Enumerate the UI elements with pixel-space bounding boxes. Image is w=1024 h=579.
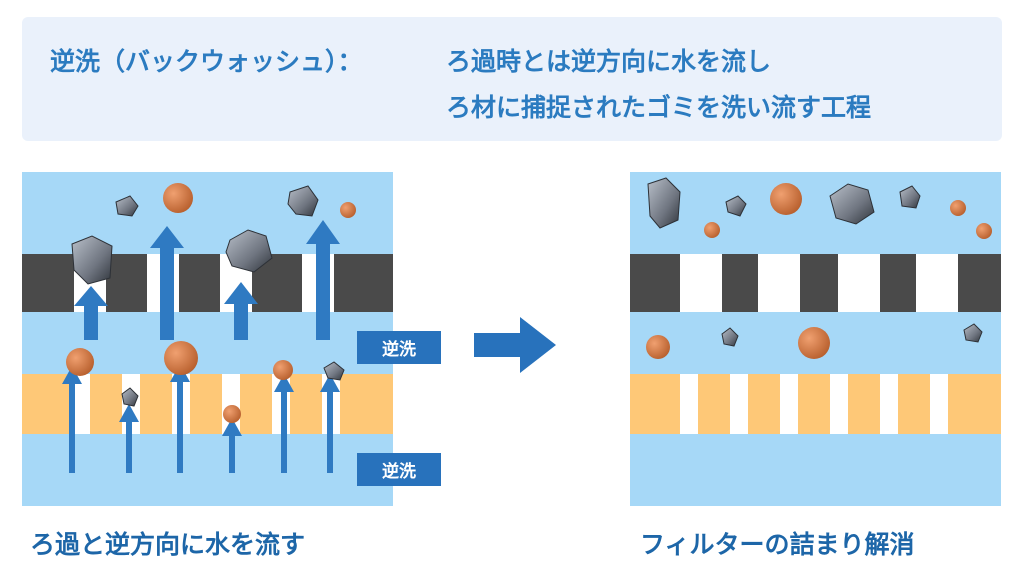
backwash-panel [22, 172, 393, 506]
particles [646, 183, 992, 359]
particle-dot [646, 335, 670, 359]
backwash-tag-upper: 逆洗 [357, 331, 441, 364]
particle-dot [163, 183, 193, 213]
rock-icon [963, 323, 983, 343]
rock-icon [71, 235, 113, 285]
rock-icon [829, 183, 875, 225]
header-box [22, 17, 1002, 141]
cleared-filter-diagram [630, 172, 1001, 506]
up-arrow-icon [320, 374, 340, 473]
rock-icon [899, 185, 921, 209]
rock-icon [721, 327, 739, 347]
particle-dot [798, 327, 830, 359]
debris-rocks [647, 177, 983, 347]
backwash-flow-arrows [62, 220, 340, 473]
rock-icon [725, 195, 747, 217]
rock-icon [225, 229, 273, 273]
particle-dot [164, 341, 198, 375]
right-caption: フィルターの詰まり解消 [640, 530, 915, 559]
particle-dot [704, 222, 720, 238]
rock-icon [323, 361, 345, 381]
particle-dot [273, 360, 293, 380]
right-arrow-icon [474, 317, 556, 373]
particle-dot [950, 200, 966, 216]
up-arrow-icon [306, 220, 340, 340]
backwash-diagram [22, 172, 393, 506]
rock-icon [121, 387, 139, 407]
rock-icon [115, 195, 139, 217]
backwash-tag-lower: 逆洗 [357, 453, 441, 486]
dark-filter-layer [630, 254, 1001, 312]
rock-icon [647, 177, 681, 229]
up-arrow-icon [119, 404, 139, 473]
particle-dot [976, 223, 992, 239]
up-arrow-icon [222, 418, 242, 473]
water-area [22, 172, 393, 506]
rock-icon [287, 185, 319, 217]
up-arrow-icon [150, 226, 184, 340]
cleared-filter-panel [630, 172, 1001, 506]
particle-dot [66, 348, 94, 376]
particle-dot [223, 405, 241, 423]
sand-filter-layer [630, 374, 1001, 434]
header-line-1: ろ過時とは逆方向に水を流し [446, 47, 772, 76]
up-arrow-icon [274, 374, 294, 473]
up-arrow-icon [74, 286, 108, 340]
up-arrow-icon [224, 282, 258, 340]
debris-rocks [71, 185, 345, 407]
left-caption: ろ過と逆方向に水を流す [30, 530, 306, 559]
header-line-2: ろ材に捕捉されたゴミを洗い流す工程 [446, 93, 872, 122]
particle-dot [340, 202, 356, 218]
particles [66, 183, 356, 423]
particle-dot [770, 183, 802, 215]
up-arrow-icon [62, 366, 82, 473]
header-label: 逆洗（バックウォッシュ）： [50, 47, 363, 76]
